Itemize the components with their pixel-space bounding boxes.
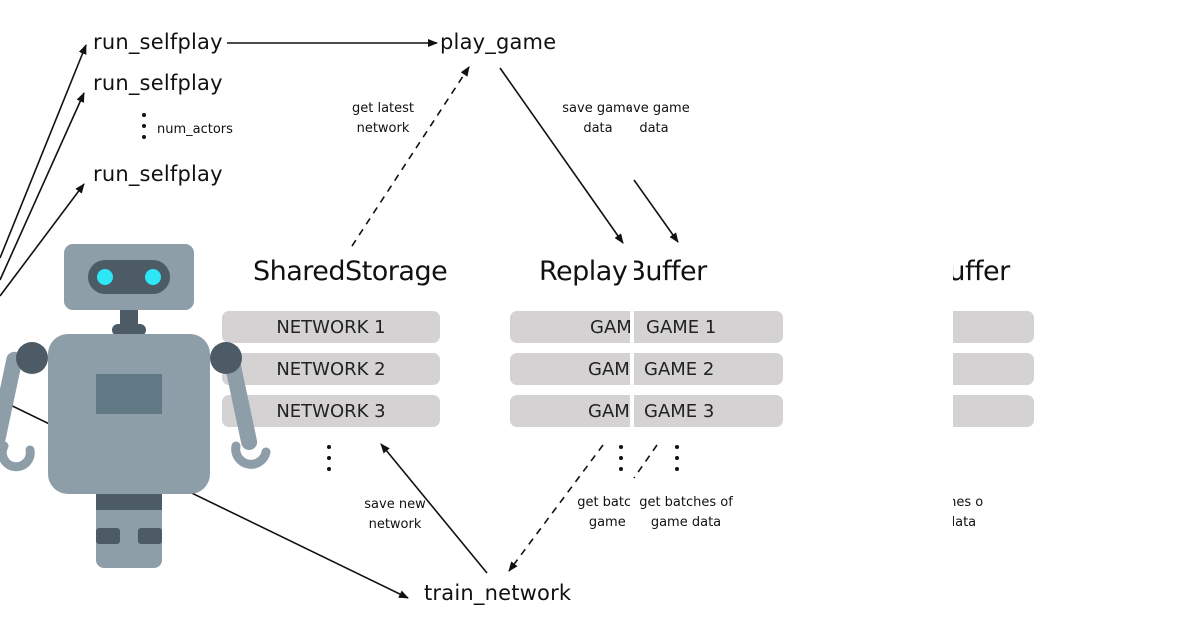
replay-item-a-1: GAME 1 (510, 311, 630, 343)
replay-ellipsis-a (619, 445, 623, 478)
robot-icon (0, 244, 271, 568)
replay-item-b-2: GAME 2 (634, 353, 783, 385)
edge-storage-to-play (351, 66, 470, 247)
label-get-batches-clip-3: get batches of game data (953, 493, 983, 537)
replay-buffer-copy-b: ReplayBuffer GAME 1 GAME 2 GAME 3 (634, 250, 794, 450)
num-actors-label: num_actors (157, 122, 233, 137)
edge-robot-to-actor-3 (0, 183, 85, 297)
train-network-node: train_network (424, 581, 572, 605)
edge-robot-to-actor-1 (0, 44, 87, 259)
label-save-game-data-2: save game data (630, 101, 690, 136)
label-save-game-clip: save game data (558, 99, 630, 143)
replay-item-c-3: GAME 3 (953, 395, 1034, 427)
shared-storage-title: SharedStorage (253, 256, 448, 287)
label-save-new-network: save new network (364, 497, 426, 532)
replay-item-c-1: GAME 1 (953, 311, 1034, 343)
replay-buffer-title-a: ReplayBuffer (539, 256, 630, 287)
actor-node-1: run_selfplay (93, 30, 223, 54)
edge-play-to-replay-a (499, 67, 624, 244)
replay-buffer-title-b: ReplayBuffer (634, 256, 707, 287)
replay-ellipsis-b (675, 445, 679, 478)
edge-play-to-replay-b (633, 179, 679, 243)
replay-item-a-2: GAME 2 (510, 353, 630, 385)
storage-item-2: NETWORK 2 (222, 353, 440, 385)
storage-item-1: NETWORK 1 (222, 311, 440, 343)
label-save-game-data-1: save game data (562, 101, 630, 136)
edge-robot-to-actor-2 (0, 92, 85, 281)
edge-replay-to-train (508, 444, 604, 572)
replay-buffer-copy-c: ReplayBuffer GAME 1 GAME 2 GAME 3 (953, 250, 1043, 450)
storage-ellipsis (327, 445, 331, 478)
replay-item-b-1: GAME 1 (634, 311, 783, 343)
actors-ellipsis (142, 113, 146, 146)
label-get-batches-clip: get batches of game data (568, 493, 630, 537)
play-game-node: play_game (440, 30, 557, 54)
replay-item-a-3: GAME 3 (510, 395, 630, 427)
actor-node-3: run_selfplay (93, 162, 223, 186)
label-save-game-clip-2: save game data (630, 99, 690, 143)
replay-item-c-2: GAME 2 (953, 353, 1034, 385)
label-get-batches-2: get batches of game data (639, 495, 733, 530)
edge-train-to-storage (380, 443, 488, 574)
label-get-batches-3: get batches of game data (953, 495, 983, 530)
label-get-batches-1: get batches of game data (577, 495, 630, 530)
replay-item-b-3: GAME 3 (634, 395, 783, 427)
replay-buffer-title-c: ReplayBuffer (953, 256, 1010, 287)
storage-item-3: NETWORK 3 (222, 395, 440, 427)
label-get-latest-network: get latest network (351, 101, 415, 136)
edge-replay-to-train-b (633, 444, 658, 479)
replay-buffer-copy-a: ReplayBuffer GAME 1 GAME 2 GAME 3 (510, 250, 630, 450)
label-get-batches-clip-2: get batches of game data (630, 493, 740, 537)
actor-node-2: run_selfplay (93, 71, 223, 95)
